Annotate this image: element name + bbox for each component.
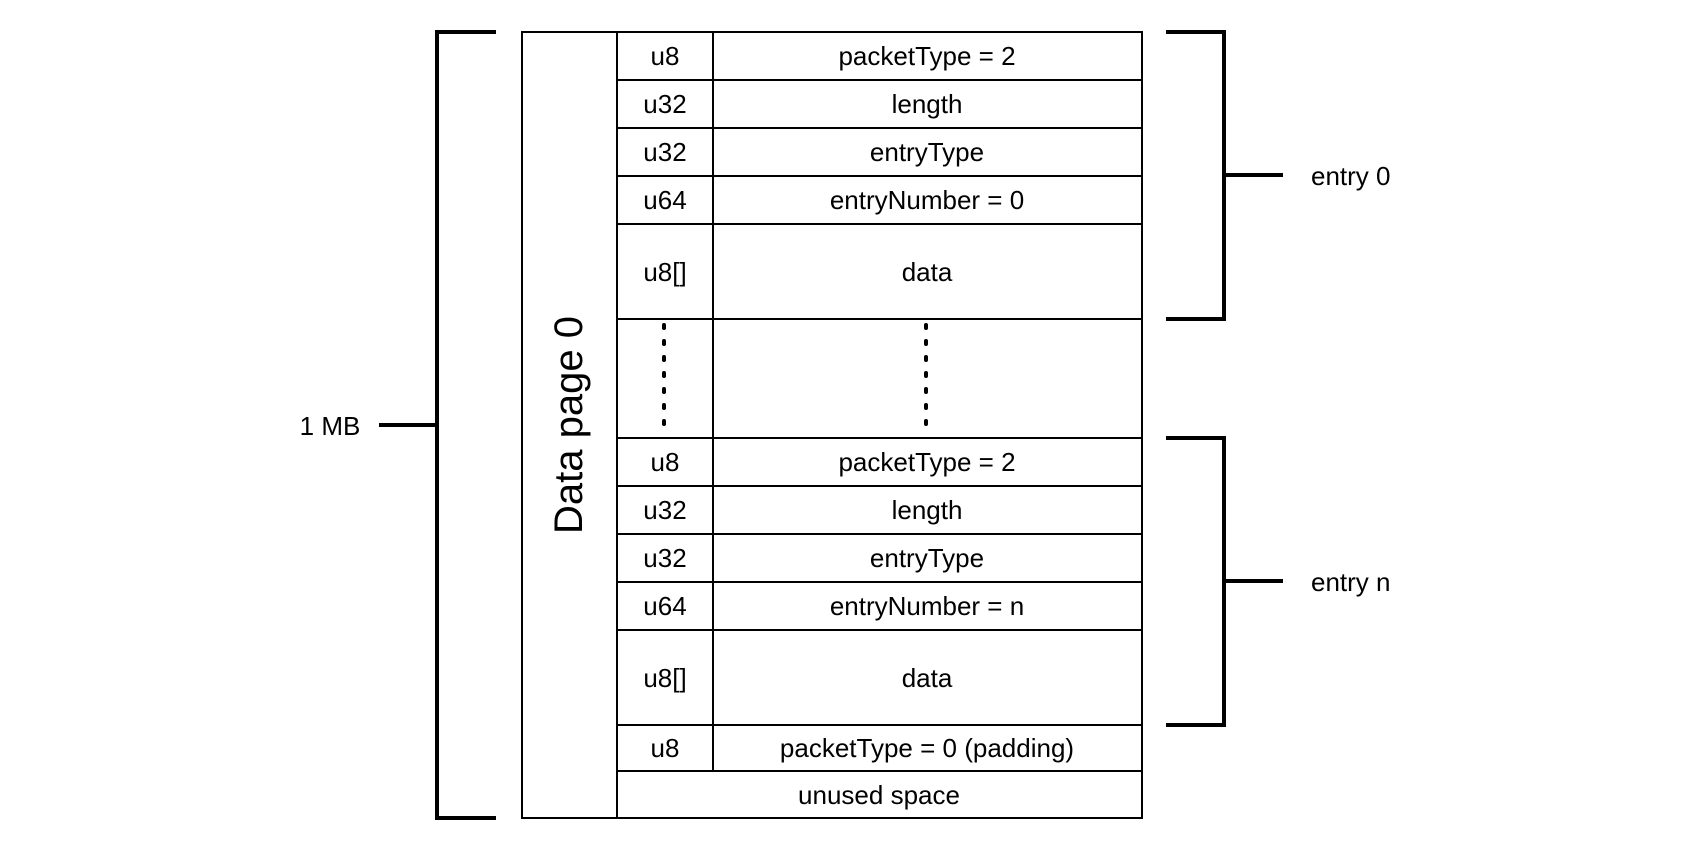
entry-n-field-packettype: packetType = 2 [838,447,1015,477]
padding-field: packetType = 0 (padding) [780,733,1074,763]
entry-0-label: entry 0 [1311,161,1391,191]
page-title: Data page 0 [547,316,591,534]
entry-0-field-data: data [902,257,953,287]
entry-0-field-entrynumber: entryNumber = 0 [830,185,1024,215]
entry-0-bracket [1166,30,1226,321]
entry-0-type-entrytype: u32 [643,137,686,167]
entry-0-field-packettype: packetType = 2 [838,41,1015,71]
padding-type: u8 [651,733,680,763]
entry-0-rows: u8 packetType = 2 u32 length u32 entryTy… [643,41,1024,287]
entry-0-field-entrytype: entryType [870,137,984,167]
entry-n-type-length: u32 [643,495,686,525]
unused-space-label: unused space [798,780,960,810]
size-bracket [435,30,496,820]
entry-n-type-entrynumber: u64 [643,591,686,621]
row-separators [617,79,1142,772]
entry-n-type-data: u8[] [643,663,686,693]
entry-0-type-length: u32 [643,89,686,119]
entry-n-field-entrytype: entryType [870,543,984,573]
entry-0-field-length: length [892,89,963,119]
entry-n-type-packettype: u8 [651,447,680,477]
entry-n-rows: u8 packetType = 2 u32 length u32 entryTy… [643,447,1024,693]
data-page-box [521,31,1143,819]
entry-0-type-entrynumber: u64 [643,185,686,215]
size-label: 1 MB [300,411,361,441]
entry-n-field-data: data [902,663,953,693]
entry-n-bracket [1166,436,1226,727]
entry-n-field-entrynumber: entryNumber = n [830,591,1024,621]
entry-0-type-data: u8[] [643,257,686,287]
entry-n-label: entry n [1311,567,1391,597]
entry-n-type-entrytype: u32 [643,543,686,573]
entry-n-field-length: length [892,495,963,525]
entry-0-type-packettype: u8 [651,41,680,71]
